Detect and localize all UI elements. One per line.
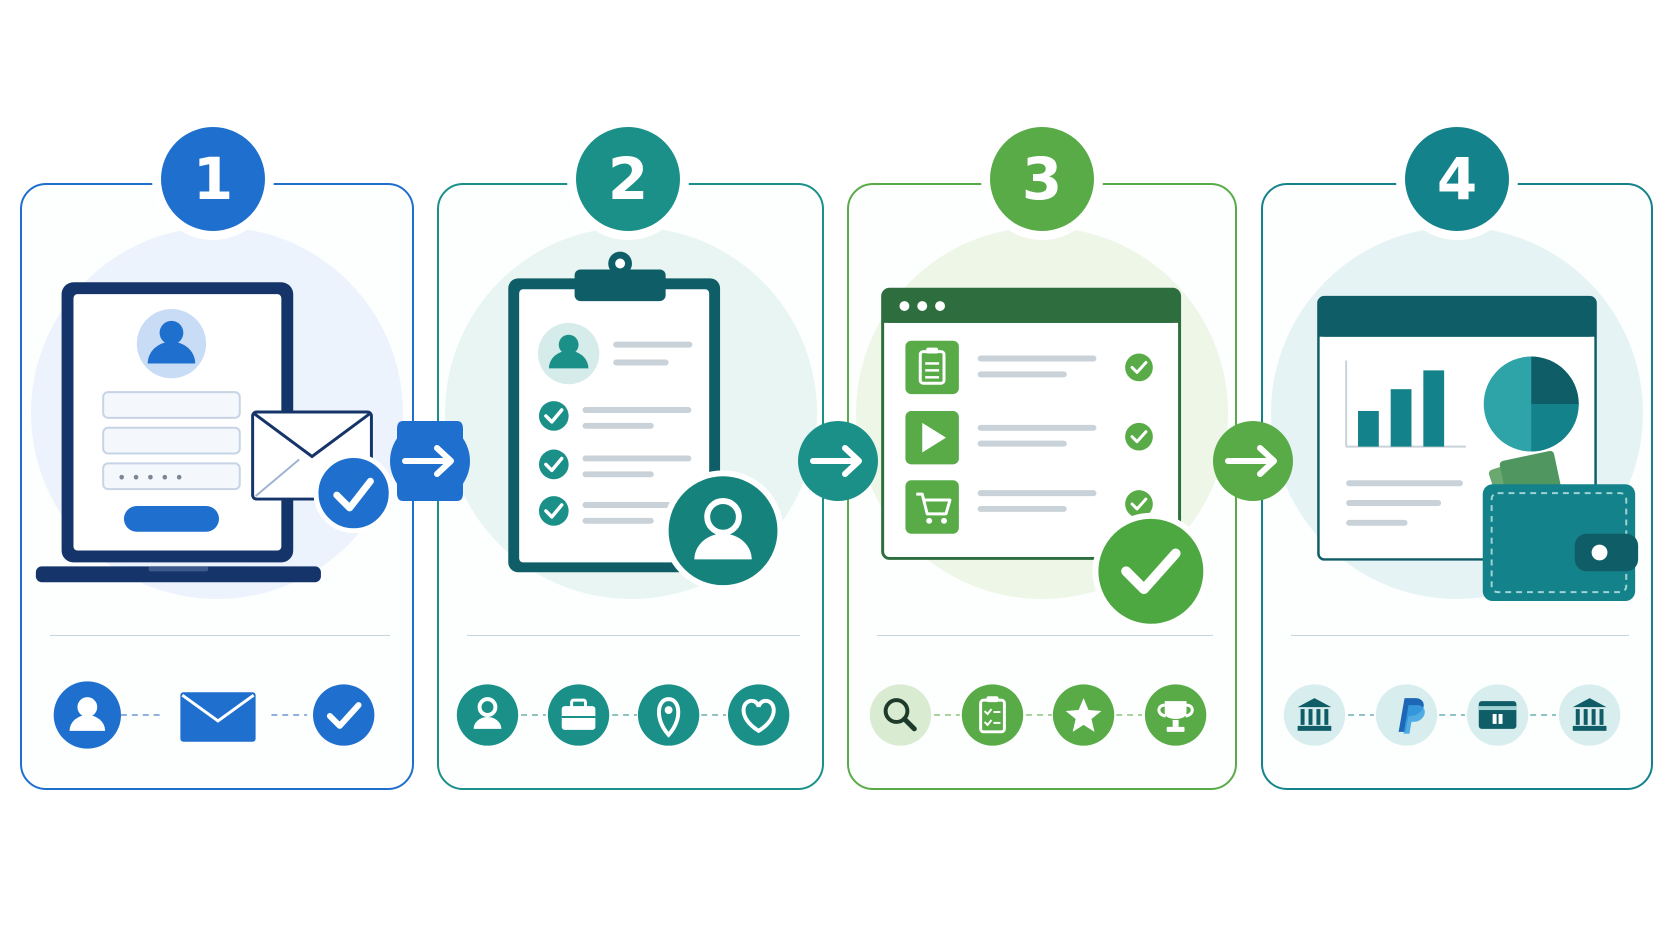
- bar-chart-graphic: [1345, 360, 1466, 448]
- paypal-icon: [1375, 684, 1438, 746]
- checklist-item-2: [538, 449, 692, 480]
- pie-chart-graphic: [1483, 356, 1579, 452]
- user-badge-icon: [662, 470, 784, 592]
- step-2-icon-strip: [456, 684, 790, 746]
- bank-icon: [1283, 684, 1346, 746]
- laptop-base: [35, 566, 321, 583]
- connector-arrow-2: [798, 421, 878, 501]
- step-3-icon-strip: [869, 684, 1207, 746]
- step-4-divider: [1291, 635, 1629, 636]
- arrow-right-icon: [402, 445, 454, 477]
- task-row-video: [905, 410, 1153, 465]
- step-1-number-badge: 1: [161, 127, 265, 231]
- arrow-right-icon: [1225, 445, 1277, 477]
- task-list-browser-illustration: [881, 287, 1210, 630]
- star-icon: [1052, 684, 1115, 746]
- task-row-cart: [905, 480, 1153, 534]
- step-3-divider: [877, 635, 1213, 636]
- submit-button: [123, 505, 219, 532]
- name-field: [102, 391, 241, 419]
- step-3-number-badge: 3: [990, 127, 1094, 231]
- password-mask: • • • • •: [117, 468, 184, 487]
- trophy-icon: [1144, 684, 1207, 746]
- heart-icon: [727, 684, 790, 746]
- user-icon: [53, 681, 121, 749]
- step-2-card: [437, 183, 824, 790]
- briefcase-icon: [547, 684, 610, 746]
- check-icon: [313, 684, 375, 746]
- arrow-right-icon: [810, 445, 862, 477]
- step-4-card: [1261, 183, 1653, 790]
- laptop-signup-illustration: • • • • •: [35, 282, 394, 583]
- search-icon: [869, 684, 932, 746]
- location-pin-icon: [637, 684, 700, 746]
- clipboard-clip: [574, 269, 666, 302]
- step-1-card: • • • • •: [20, 183, 414, 790]
- task-row-document: [905, 340, 1153, 395]
- connector-arrow-3: [1213, 421, 1293, 501]
- password-field: [102, 462, 241, 491]
- bank-icon: [1558, 684, 1621, 746]
- clipboard-profile-illustration: [508, 251, 784, 592]
- connector-arrow-1: [390, 421, 470, 501]
- gift-card-icon: [1466, 684, 1529, 746]
- step-2-number-badge: 2: [576, 127, 680, 231]
- step-3-card: [847, 183, 1237, 790]
- big-check-badge-icon: [1092, 512, 1210, 630]
- checklist-item-1: [538, 401, 692, 431]
- step-1-divider: [50, 635, 390, 636]
- clipboard-check-icon: [961, 684, 1024, 746]
- envelope-icon: [180, 692, 256, 742]
- step-4-number-badge: 4: [1405, 127, 1509, 231]
- step-2-divider: [467, 635, 800, 636]
- dashboard-wallet-illustration: [1317, 295, 1639, 602]
- step-1-icon-strip: [53, 681, 375, 749]
- step-4-icon-strip: [1283, 684, 1621, 746]
- user-icon: [456, 684, 519, 746]
- checklist-item-3: [538, 496, 692, 526]
- check-badge-icon: [313, 453, 394, 534]
- wallet-icon: [1482, 450, 1639, 602]
- email-field: [102, 426, 241, 455]
